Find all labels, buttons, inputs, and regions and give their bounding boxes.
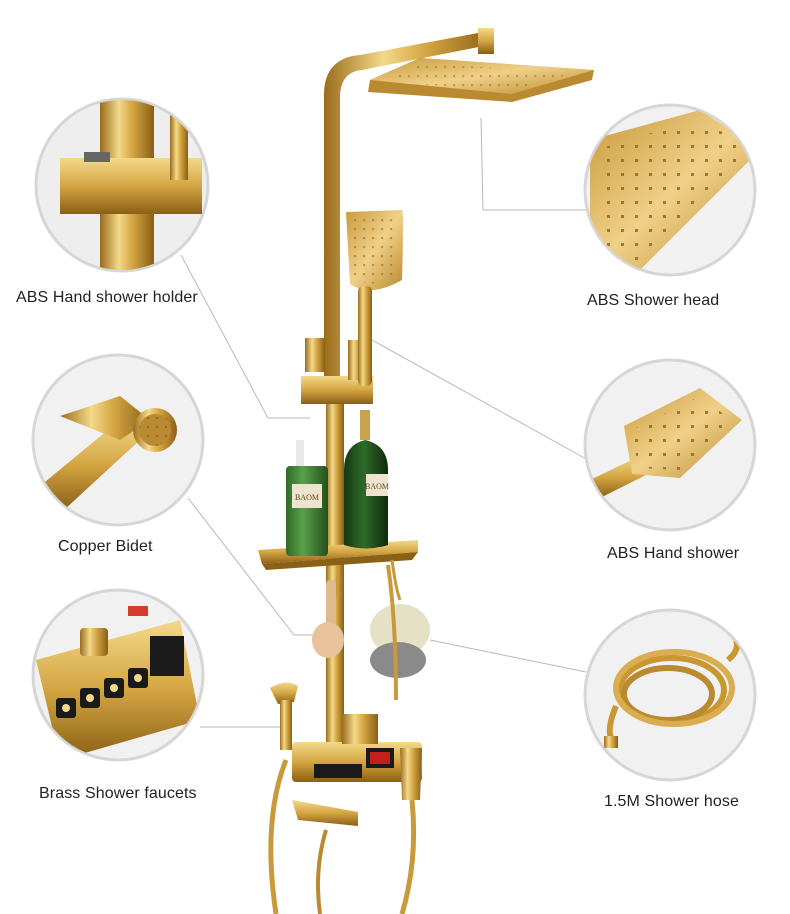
detail-circle-shower-head	[583, 103, 757, 277]
hose-middle	[316, 829, 328, 914]
detail-circle-hand-shower	[583, 358, 757, 532]
copper-bidet	[270, 682, 298, 750]
bottle-light: BAOM	[286, 440, 328, 556]
hand-shower	[346, 210, 403, 386]
detail-circle-shower-faucets	[31, 588, 205, 762]
leader-lines	[180, 117, 589, 728]
overhead-arm	[324, 30, 494, 400]
shower-system: BAOM BAOM	[258, 28, 594, 914]
label-shower-hose: 1.5M Shower hose	[604, 793, 740, 810]
leader-shower-hose	[429, 639, 587, 673]
label-shower-head: ABS Shower head	[587, 292, 720, 309]
back-brush	[312, 580, 344, 658]
detail-circle-copper-bidet	[31, 353, 205, 527]
label-copper-bidet: Copper Bidet	[58, 538, 153, 555]
hose-right	[399, 799, 417, 914]
shower-faucet-body	[292, 714, 422, 826]
hose-left	[268, 759, 289, 914]
bottle-label-dark: BAOM	[365, 482, 389, 491]
leader-hand-shower-holder	[180, 254, 310, 419]
bath-sponge	[370, 604, 430, 678]
detail-circle-shower-hose	[583, 608, 757, 782]
bottle-dark: BAOM	[344, 410, 389, 549]
label-shower-faucets: Brass Shower faucets	[39, 785, 197, 802]
detail-circle-hand-shower-holder	[34, 97, 210, 273]
bottle-label-light: BAOM	[295, 493, 319, 502]
leader-hand-shower	[371, 339, 589, 461]
label-hand-shower-holder: ABS Hand shower holder	[16, 289, 198, 306]
shower-head	[368, 58, 594, 102]
label-hand-shower: ABS Hand shower	[607, 545, 740, 562]
leader-shower-head	[480, 117, 586, 211]
